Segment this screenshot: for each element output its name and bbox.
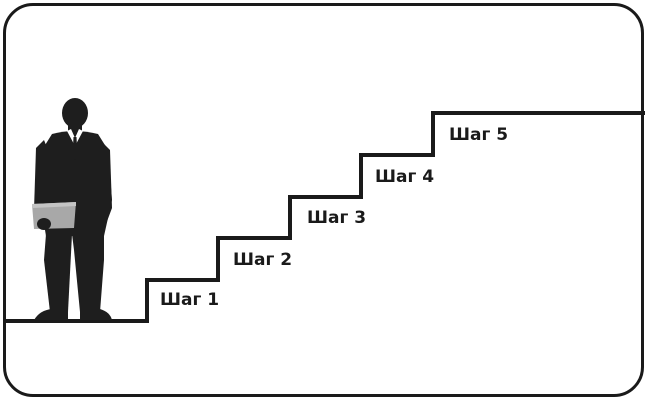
step-label-1: Шаг 1 bbox=[160, 290, 219, 310]
shirt-collar bbox=[67, 129, 83, 146]
hand bbox=[37, 218, 51, 230]
step-label-4: Шаг 4 bbox=[375, 167, 434, 187]
step-label-3: Шаг 3 bbox=[307, 208, 366, 228]
step-label-2: Шаг 2 bbox=[233, 250, 292, 270]
step-label-5: Шаг 5 bbox=[449, 125, 508, 145]
staircase-line bbox=[4, 111, 645, 323]
tie-icon bbox=[72, 137, 78, 160]
